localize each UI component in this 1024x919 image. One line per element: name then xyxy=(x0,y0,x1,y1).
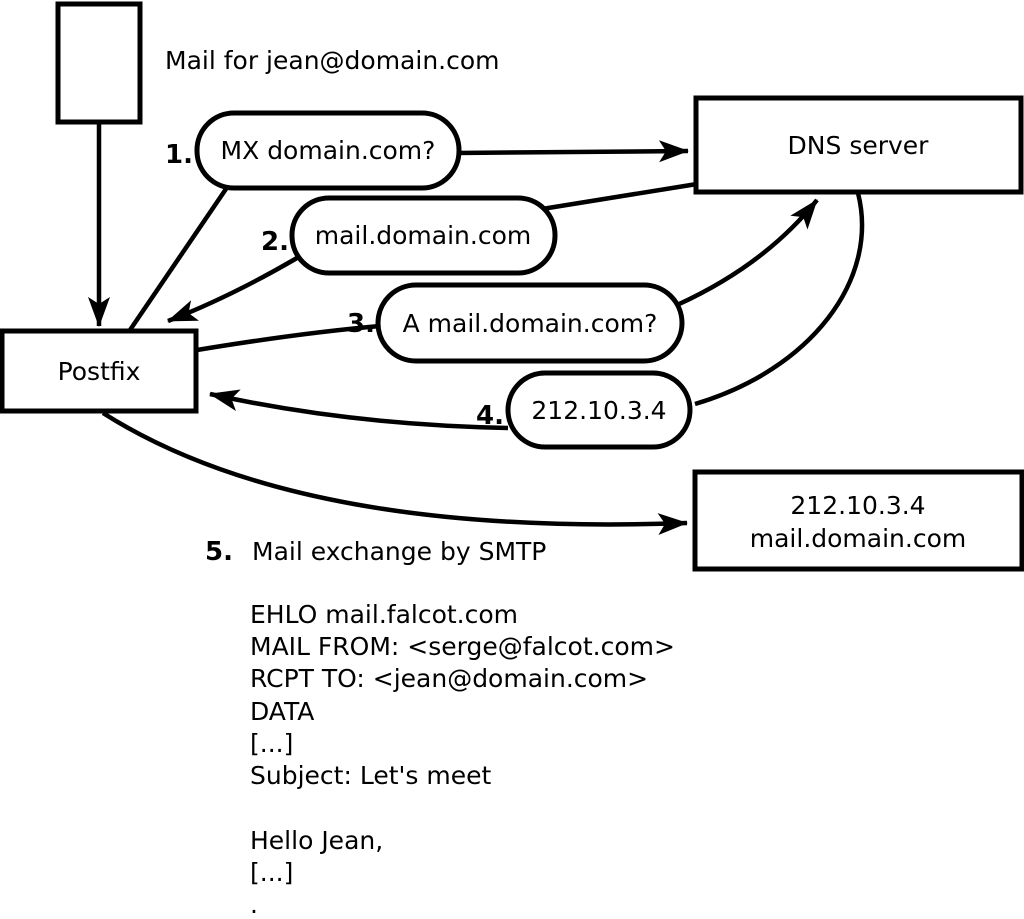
pill-query-a xyxy=(375,282,685,364)
envelope-node xyxy=(55,1,143,125)
arrow-query3-to-dns xyxy=(676,198,819,308)
step-2-label: mail.domain.com xyxy=(315,221,531,250)
step-3-label: A mail.domain.com? xyxy=(403,309,658,338)
step-2-number: 2. xyxy=(261,227,289,257)
smtp-line: RCPT TO: <jean@domain.com> xyxy=(250,664,648,693)
pill-query-mx xyxy=(194,110,462,191)
pill-answer-a xyxy=(505,370,693,450)
mail-server-ip-label: 212.10.3.4 xyxy=(790,491,925,520)
step-1-number: 1. xyxy=(165,140,193,170)
step-3-number: 3. xyxy=(347,309,375,339)
arrow-answer2-to-postfix xyxy=(167,256,299,324)
step-1-label: MX domain.com? xyxy=(221,136,436,165)
arrow-answer4-to-postfix xyxy=(209,389,509,431)
edge-postfix-to-query3 xyxy=(196,323,381,353)
postfix-label: Postfix xyxy=(58,357,141,386)
dns-server-label: DNS server xyxy=(788,131,930,160)
smtp-line: MAIL FROM: <serge@falcot.com> xyxy=(250,632,675,661)
arrow-query1-to-dns xyxy=(454,140,689,163)
dns-server-node xyxy=(693,95,1024,195)
mail-server-host-label: mail.domain.com xyxy=(750,524,966,553)
step-4-number: 4. xyxy=(476,401,504,431)
smtp-line: [...] xyxy=(250,858,293,887)
step-5-number: 5. xyxy=(205,537,233,567)
smtp-line: . xyxy=(250,890,258,919)
step-4-label: 212.10.3.4 xyxy=(531,396,666,425)
smtp-session-block: EHLO mail.falcot.com MAIL FROM: <serge@f… xyxy=(250,600,675,919)
edge-postfix-to-query1 xyxy=(128,184,230,332)
edge-dns-to-answer4 xyxy=(694,192,865,407)
step-5-label: Mail exchange by SMTP xyxy=(252,537,546,566)
smtp-line: EHLO mail.falcot.com xyxy=(250,600,518,629)
edge-dns-to-answer2 xyxy=(541,181,698,212)
diagram-title: Mail for jean@domain.com xyxy=(165,46,500,75)
arrow-postfix-to-mailserver xyxy=(101,411,688,536)
smtp-line: Hello Jean, xyxy=(250,826,383,855)
pill-answer-mx xyxy=(289,195,558,276)
smtp-line: DATA xyxy=(250,697,314,726)
smtp-line: Subject: Let's meet xyxy=(250,761,491,790)
mail-server-node xyxy=(692,469,1024,572)
postfix-node xyxy=(0,328,199,414)
smtp-line: [...] xyxy=(250,729,293,758)
